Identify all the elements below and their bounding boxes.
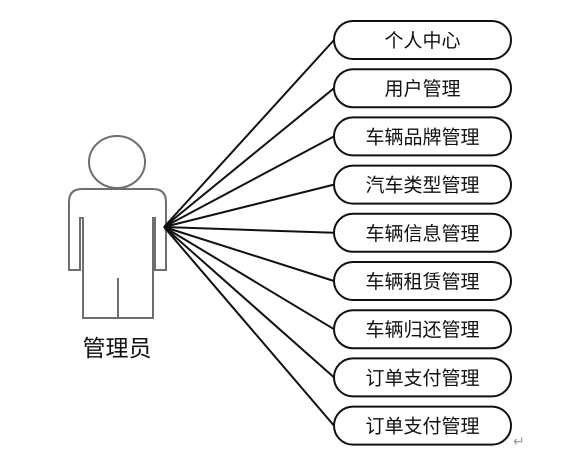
use-case-box (333, 20, 512, 60)
paragraph-mark: ↵ (513, 434, 525, 450)
use-case-box (333, 309, 512, 350)
connector-line (163, 226, 335, 379)
connector-line (163, 226, 335, 427)
use-case-label: 车辆归还管理 (365, 319, 479, 341)
use-case-node: 用户管理 (333, 68, 512, 109)
use-case-node: 订单支付管理 (333, 357, 512, 398)
use-case-label: 汽车类型管理 (365, 175, 479, 197)
use-case-node: 订单支付管理 (333, 405, 512, 446)
connector-line (163, 183, 335, 228)
use-case-box (333, 212, 512, 253)
use-case-label: 车辆品牌管理 (365, 126, 479, 148)
use-case-label: 订单支付管理 (365, 367, 479, 389)
person-icon (68, 135, 167, 319)
use-case-node: 车辆品牌管理 (333, 116, 512, 157)
use-case-node: 车辆租赁管理 (333, 261, 512, 301)
use-case-box (333, 357, 512, 398)
connectors (163, 39, 335, 427)
use-case-node: 车辆归还管理 (333, 309, 512, 350)
connector-line (163, 135, 335, 228)
use-case-box (333, 116, 512, 157)
connector-line (163, 226, 335, 282)
connector-line (163, 87, 335, 228)
use-case-node: 个人中心 (333, 20, 512, 60)
use-case-node: 车辆信息管理 (333, 212, 512, 253)
connector-line (163, 226, 335, 234)
connector-line (163, 226, 335, 331)
use-case-label: 订单支付管理 (365, 416, 479, 438)
use-case-label: 个人中心 (384, 30, 460, 52)
use-case-label: 车辆租赁管理 (365, 271, 479, 293)
use-case-label: 车辆信息管理 (365, 223, 479, 245)
connector-line (163, 39, 335, 228)
use-case-box (333, 405, 512, 446)
use-case-node: 汽车类型管理 (333, 164, 512, 205)
use-case-list: 个人中心用户管理车辆品牌管理汽车类型管理车辆信息管理车辆租赁管理车辆归还管理订单… (333, 20, 512, 446)
use-case-box (333, 164, 512, 205)
use-case-box (333, 68, 512, 109)
actor-label: 管理员 (83, 336, 152, 362)
use-case-box (333, 261, 512, 301)
use-case-label: 用户管理 (384, 78, 460, 100)
